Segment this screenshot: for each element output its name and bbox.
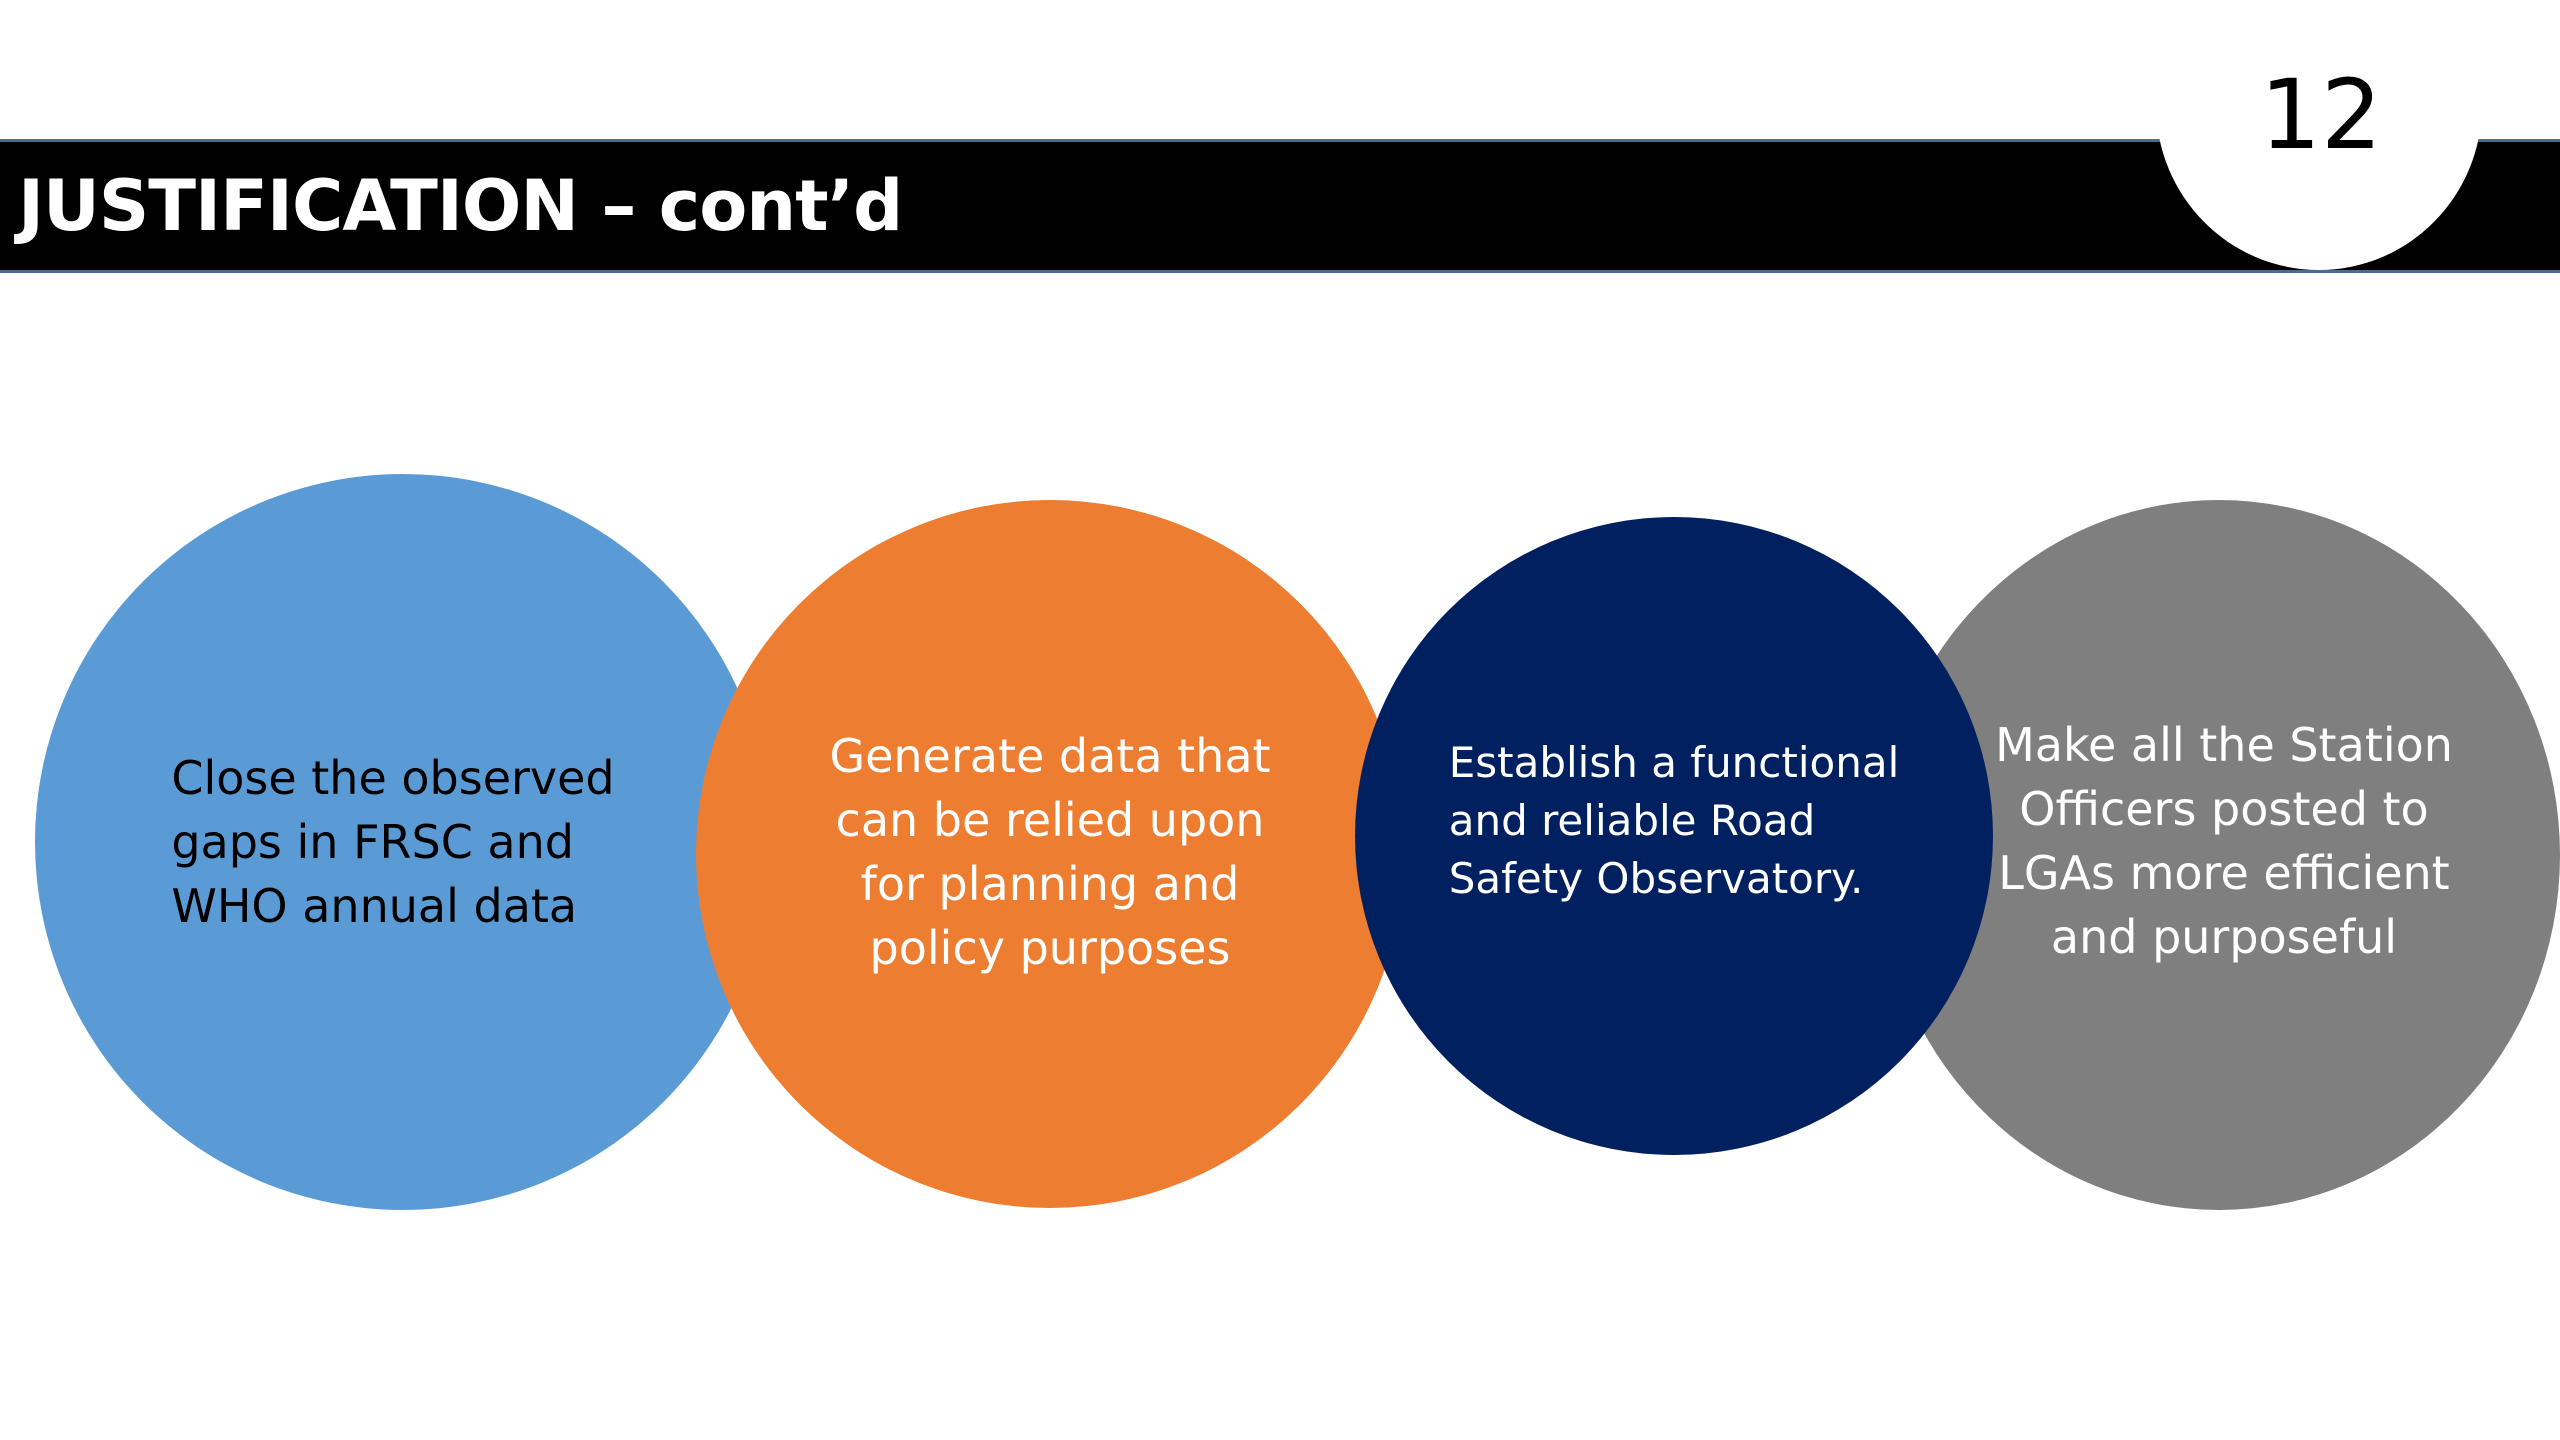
slide-title: JUSTIFICATION – cont’d	[18, 165, 903, 247]
circle-text-station-officers: Make all the Station Officers posted to …	[1995, 718, 2453, 964]
circle-generate-data: Generate data that can be relied upon fo…	[696, 500, 1404, 1208]
circle-establish-observatory: Establish a functional and reliable Road…	[1355, 517, 1993, 1155]
page-number-badge	[2156, 0, 2482, 270]
circle-text-close-gaps: Close the observed gaps in FRSC and WHO …	[171, 751, 615, 933]
page-number: 12	[2259, 59, 2383, 171]
circle-text-generate-data: Generate data that can be relied upon fo…	[829, 729, 1271, 975]
circle-close-gaps: Close the observed gaps in FRSC and WHO …	[35, 474, 771, 1210]
circle-text-establish-observatory: Establish a functional and reliable Road…	[1448, 738, 1900, 903]
title-bar: JUSTIFICATION – cont’d	[0, 139, 2560, 273]
